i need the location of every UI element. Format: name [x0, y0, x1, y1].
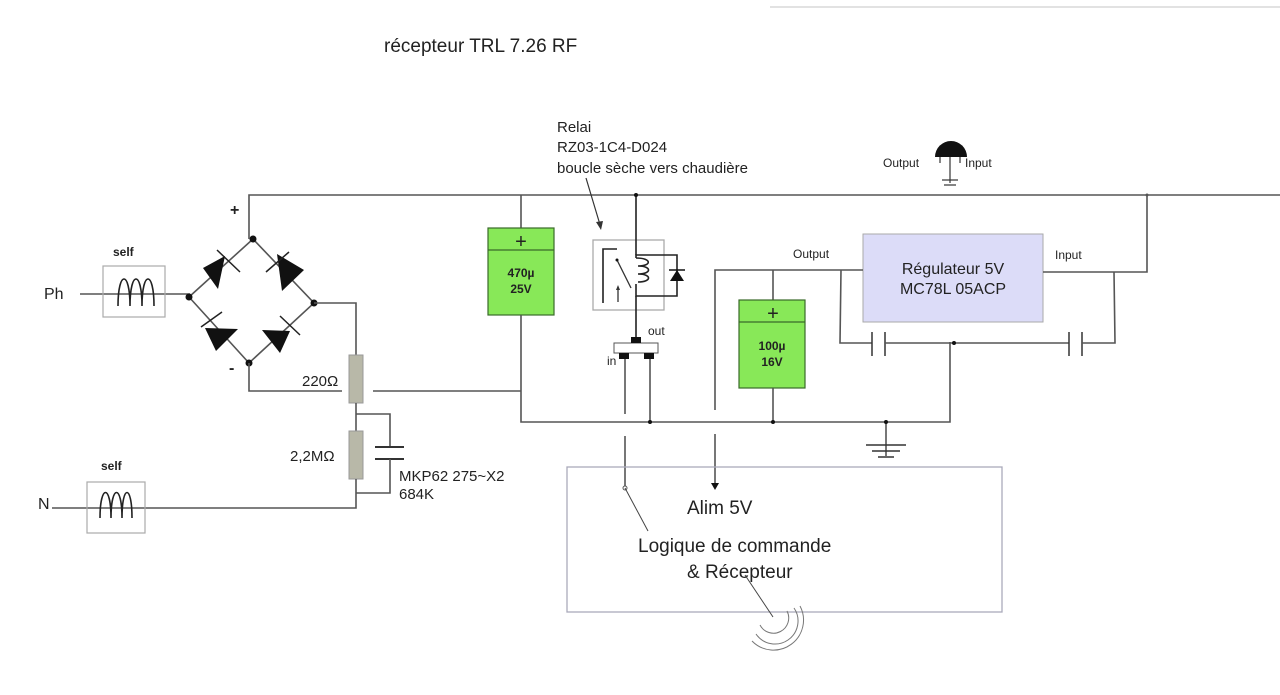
- neutral-label: N: [38, 496, 50, 513]
- logic-supply-label: Alim 5V: [687, 498, 753, 519]
- 5v-output-wire: [714, 269, 840, 410]
- regulator-output-label: Output: [793, 247, 830, 261]
- flyback-diode-icon: [670, 270, 684, 281]
- cap-100-polarity: +: [767, 303, 779, 325]
- inductor-coil-icon: [99, 492, 133, 519]
- logic-block: [566, 466, 1003, 613]
- negative-wire: [248, 363, 342, 392]
- ground-rail: [520, 315, 951, 423]
- relay-label-3: boucle sèche vers chaudière: [557, 160, 748, 177]
- transistor: [613, 337, 659, 359]
- cap-470-voltage: 25V: [510, 282, 531, 296]
- positive-rail: [248, 194, 1280, 239]
- regulator-pinout-icon: [935, 141, 967, 186]
- choke-bottom-label: self: [101, 459, 123, 473]
- ground-icon: [866, 444, 906, 458]
- diode-icon: [203, 256, 225, 289]
- bridge-rectifier: [185, 235, 318, 367]
- cap-470-value: 470µ: [508, 266, 535, 280]
- transistor-out-label: out: [648, 324, 665, 338]
- cap-100-value: 100µ: [759, 339, 786, 353]
- resistor-2m2-label: 2,2MΩ: [290, 448, 335, 465]
- diagram-title: récepteur TRL 7.26 RF: [384, 36, 577, 57]
- resistor-220-label: 220Ω: [302, 373, 338, 390]
- cap-100-voltage: 16V: [761, 355, 782, 369]
- capacitor-470u: [487, 227, 555, 316]
- ac-node-wire: [314, 302, 357, 355]
- diode-icon: [205, 328, 238, 351]
- regulator-label-1: Régulateur 5V: [902, 261, 1005, 278]
- relay: [592, 239, 685, 311]
- regulator-label-2: MC78L 05ACP: [900, 281, 1006, 298]
- pinout-input-label: Input: [965, 156, 992, 170]
- bridge-minus-label: -: [229, 360, 234, 377]
- choke-bottom: [86, 481, 146, 534]
- pinout-output-label: Output: [883, 156, 920, 170]
- diode-icon: [277, 254, 304, 291]
- inductor-coil-icon: [117, 278, 155, 307]
- diode-icon: [262, 330, 290, 353]
- antenna-waves-icon: [751, 605, 804, 651]
- logic-label-1: Logique de commande: [638, 536, 831, 557]
- x2-capacitor-label-2: 684K: [399, 486, 434, 503]
- relay-label-1: Relai: [557, 119, 591, 136]
- bridge-plus-label: +: [230, 202, 239, 219]
- logic-label-2: & Récepteur: [687, 562, 793, 583]
- resistor-2m2: [348, 430, 364, 480]
- resistor-220: [348, 354, 364, 404]
- x2-capacitor-label-1: MKP62 275~X2: [399, 468, 505, 485]
- relay-pointer-arrow: [585, 177, 602, 229]
- choke-top: [102, 265, 166, 318]
- relay-contact-icon: [616, 259, 632, 289]
- transistor-in-label: in: [607, 354, 616, 368]
- capacitor-100u: [738, 299, 806, 389]
- phase-label: Ph: [44, 286, 64, 303]
- regulator-input-label: Input: [1055, 248, 1082, 262]
- choke-top-label: self: [113, 245, 135, 259]
- cap-470-polarity: +: [515, 231, 527, 253]
- voltage-regulator: [862, 233, 1044, 323]
- relay-coil-icon: [635, 257, 650, 283]
- relay-label-2: RZ03-1C4-D024: [557, 139, 667, 156]
- antenna-lead: [744, 574, 774, 618]
